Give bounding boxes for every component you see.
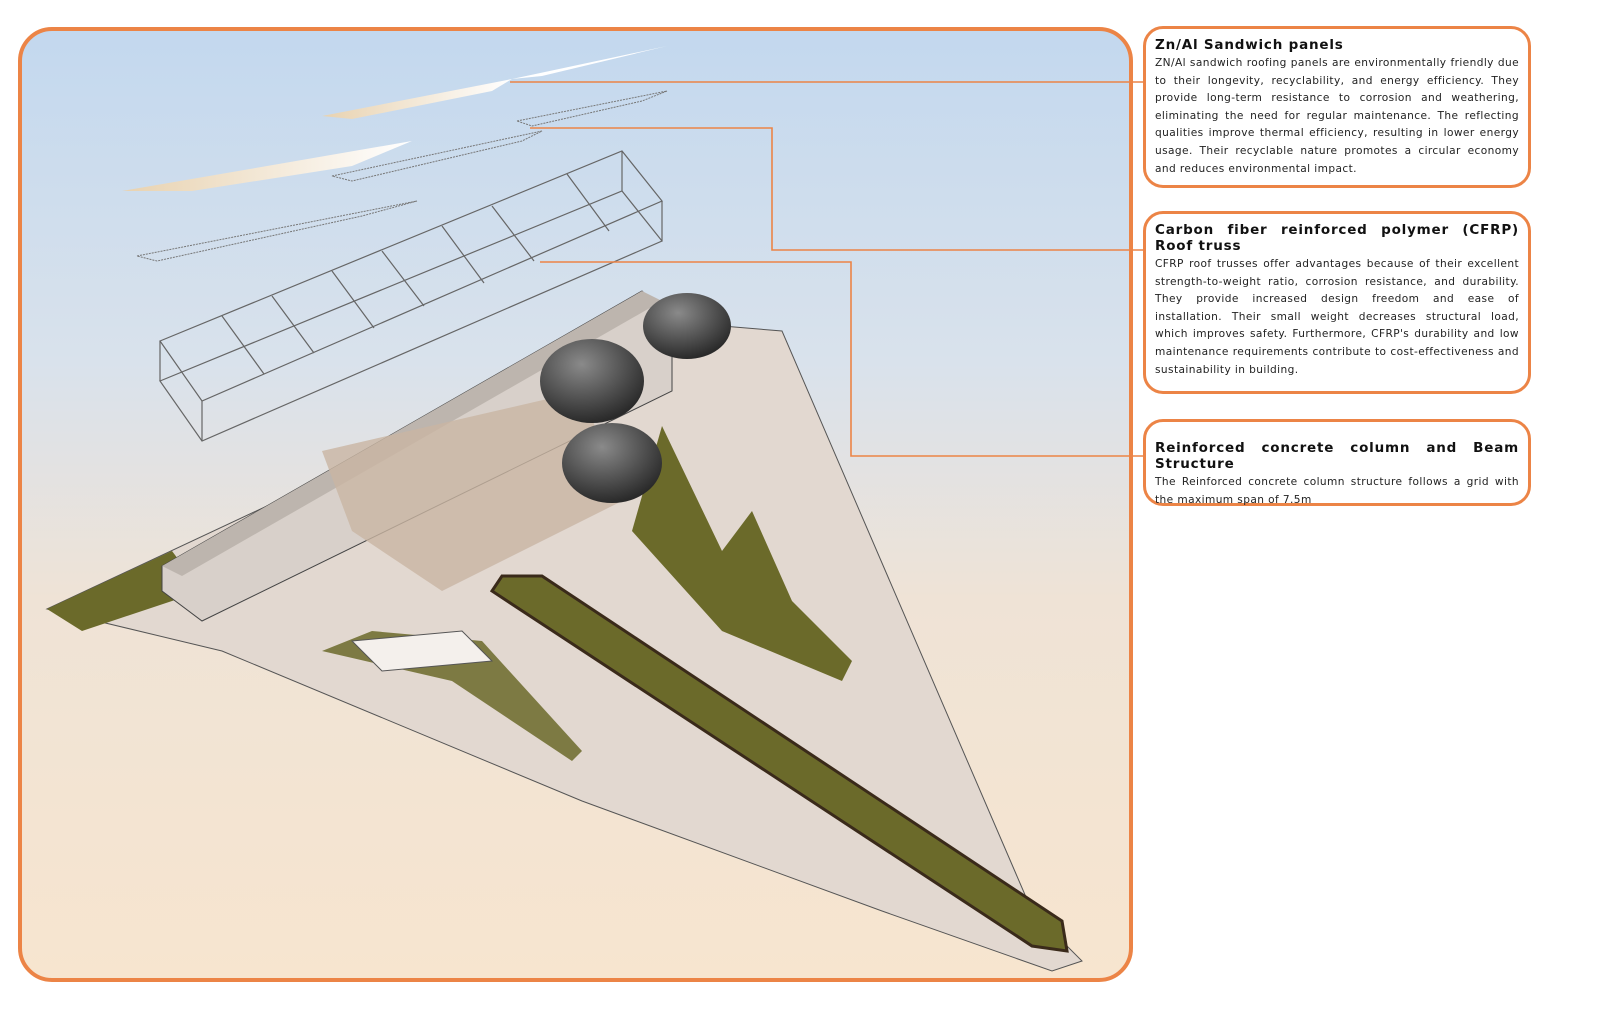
callout-cfrp-truss: Carbon fiber reinforced polymer (CFRP) R…: [1143, 211, 1531, 394]
callout-zn-al-panels: Zn/Al Sandwich panels ZN/Al sandwich roo…: [1143, 26, 1531, 188]
exploded-axonometric-drawing: [45, 46, 1083, 972]
callout-body: CFRP roof trusses offer advantages becau…: [1155, 258, 1519, 376]
dome-3: [562, 423, 662, 503]
callout-rc-structure: Reinforced concrete column and Beam Stru…: [1143, 419, 1531, 506]
callout-title: Carbon fiber reinforced polymer (CFRP) R…: [1155, 222, 1519, 254]
dome-2: [643, 293, 731, 359]
site-base: [45, 320, 1083, 972]
callout-body: ZN/Al sandwich roofing panels are enviro…: [1155, 57, 1519, 175]
roof-panel-layer: [122, 46, 667, 191]
cfrp-truss-layer: [136, 90, 668, 262]
callout-body: The Reinforced concrete column structure…: [1155, 476, 1519, 506]
dome-1: [540, 339, 644, 423]
exploded-axonometric-frame: [18, 27, 1133, 982]
callout-title: Reinforced concrete column and Beam Stru…: [1155, 440, 1519, 472]
callout-title: Zn/Al Sandwich panels: [1155, 37, 1344, 53]
